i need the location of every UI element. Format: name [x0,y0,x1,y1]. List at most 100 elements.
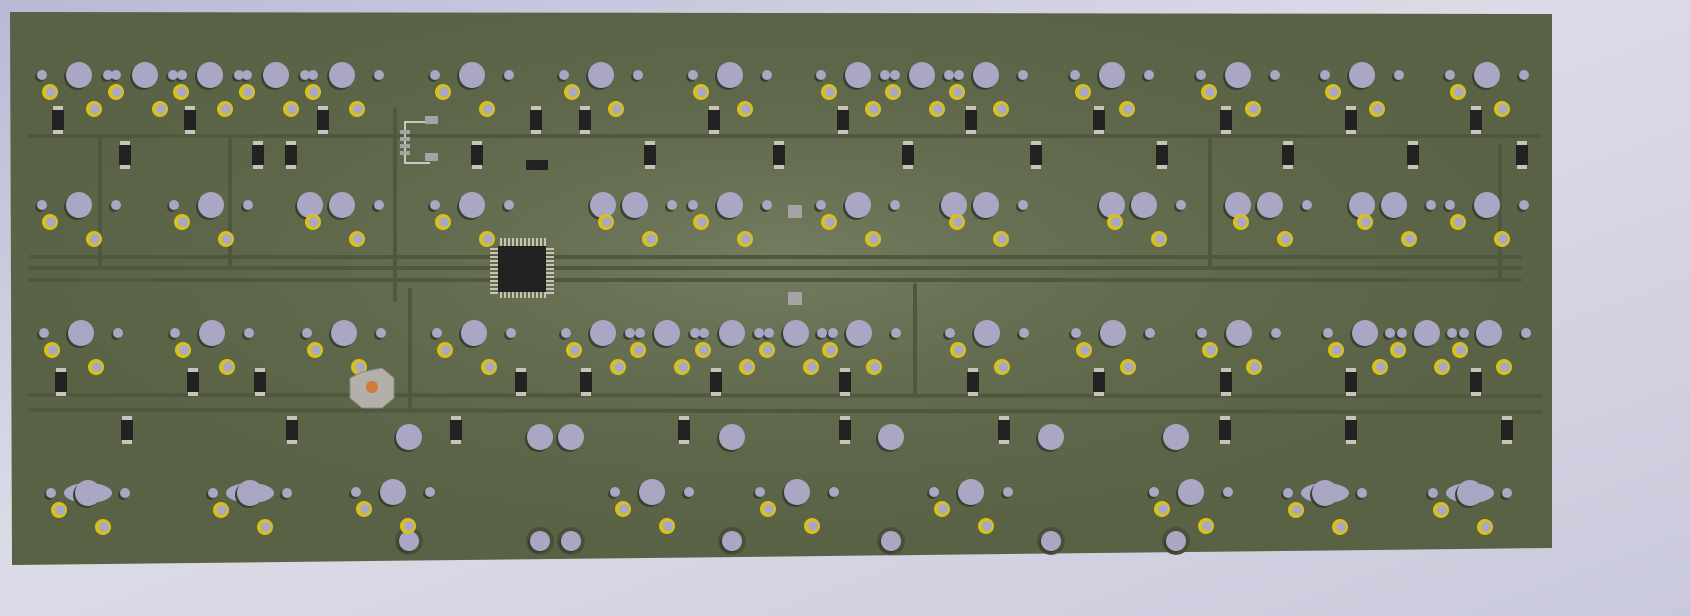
pad-drill [663,521,673,531]
diode-body [1470,110,1482,130]
pad-drill [634,345,644,355]
pad-drill [309,87,319,97]
diode-body [286,420,298,440]
pad-drill [223,362,233,372]
mcu-pin [546,268,554,270]
mcu-pin [490,260,498,262]
pad-drill [807,362,817,372]
mounting-hole [973,192,999,218]
mounting-hole [68,320,94,346]
mounting-hole [1131,192,1157,218]
pad-drill [485,362,495,372]
mounting-hole [639,479,665,505]
pad-drill [1498,234,1508,244]
mounting-hole [1474,62,1500,88]
mounting-hole [1349,62,1375,88]
mounting-hole [941,192,967,218]
mounting-hole [504,200,514,210]
mounting-hole [590,320,616,346]
pad-drill [619,504,629,514]
pad-drill [55,505,65,515]
pad-drill [870,362,880,372]
mounting-hole [530,531,550,551]
pad-drill [287,104,297,114]
usb-pin-pad [400,151,410,155]
pad-drill [311,345,321,355]
mounting-hole [1257,192,1283,218]
pad-drill [90,104,100,114]
mounting-hole [1100,320,1126,346]
pad-drill [1376,362,1386,372]
pad-drill [825,217,835,227]
mcu-pin [490,292,498,294]
pad-drill [954,345,964,355]
mounting-hole [909,62,935,88]
diode-body [710,372,722,392]
mounting-hole [1271,328,1281,338]
mounting-hole [1445,200,1455,210]
pad-drill [826,345,836,355]
mounting-hole [717,192,743,218]
pad-drill [1456,345,1466,355]
mounting-hole [103,70,113,80]
mcu-pin [490,268,498,270]
mounting-hole [234,70,244,80]
mounting-hole [46,488,56,498]
pad-drill [869,104,879,114]
mcu-pin [536,238,538,246]
mounting-hole [111,200,121,210]
diode-body [1220,372,1232,392]
mounting-hole [504,70,514,80]
regulator-chip [526,160,548,170]
diode-body [450,420,462,440]
mounting-hole [374,70,384,80]
mounting-hole [688,70,698,80]
pad-drill [697,87,707,97]
pad-drill [1454,87,1464,97]
mounting-hole [199,320,225,346]
pad-drill [90,234,100,244]
mounting-hole [974,320,1000,346]
pad-drill [699,345,709,355]
pad-drill [1361,217,1371,227]
mounting-hole [783,320,809,346]
mcu-pin [540,290,542,298]
pad-drill [1111,217,1121,227]
pad-drill [1437,505,1447,515]
diode-body [184,110,196,130]
components-layer [52,106,1528,444]
mcu-pin [532,290,534,298]
mcu-pin [536,290,538,298]
diode-body [187,372,199,392]
pad-drill [953,217,963,227]
diode-body [119,145,131,165]
diode-body [1282,145,1294,165]
mcu-pin [490,264,498,266]
mounting-hole [1226,320,1252,346]
mounting-hole [667,200,677,210]
diode-body [121,420,133,440]
diode-body [839,372,851,392]
pcb-trace [28,393,1542,398]
mounting-hole [559,70,569,80]
pad-drill [1373,104,1383,114]
mcu-chip [498,246,546,292]
diode-body [644,145,656,165]
mounting-hole [237,480,263,506]
mounting-hole [1099,62,1125,88]
diode-body [839,420,851,440]
mounting-hole [1357,488,1367,498]
pad-drill [1500,362,1510,372]
mcu-pin [544,290,546,298]
pad-drill [1481,522,1491,532]
mounting-hole [719,424,745,450]
pad-drill [678,362,688,372]
pad-drill [353,234,363,244]
mounting-hole [635,328,645,338]
mounting-hole [374,200,384,210]
mcu-pin [546,280,554,282]
mounting-hole [120,488,130,498]
test-pad [788,205,802,218]
diode-body [998,420,1010,440]
